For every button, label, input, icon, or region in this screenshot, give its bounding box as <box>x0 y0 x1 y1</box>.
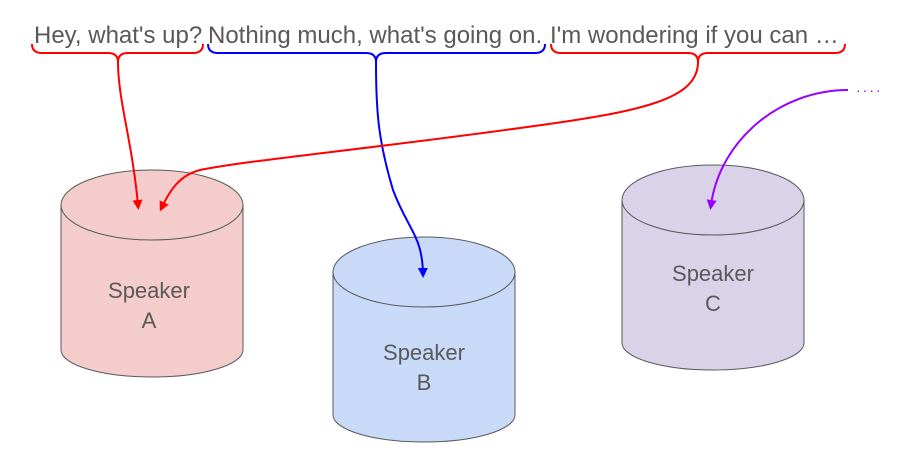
utterance-2: Nothing much, what's going on. <box>208 22 542 49</box>
arrow-continuation-to-c <box>706 89 849 210</box>
arrow-utterance-2-to-b <box>375 61 428 278</box>
speaker-b-label-1: Speaker <box>383 340 465 365</box>
speaker-c-label-1: Speaker <box>672 261 754 286</box>
speaker-a-cylinder: Speaker A <box>60 169 244 378</box>
speaker-a-label-2: A <box>142 308 157 333</box>
speaker-b-cylinder: Speaker B <box>332 236 516 443</box>
speaker-c-cylinder: Speaker C <box>621 164 805 371</box>
continuation-dots: ···· <box>856 82 883 98</box>
speaker-c-label-2: C <box>705 291 721 316</box>
speaker-b-label-2: B <box>417 370 432 395</box>
arrow-utterance-3-to-a <box>159 61 699 212</box>
utterance-1: Hey, what's up? <box>34 22 202 49</box>
arrow-utterance-1-to-a <box>117 61 143 210</box>
speaker-a-label-1: Speaker <box>108 278 190 303</box>
utterance-3: I'm wondering if you can … <box>550 22 839 49</box>
